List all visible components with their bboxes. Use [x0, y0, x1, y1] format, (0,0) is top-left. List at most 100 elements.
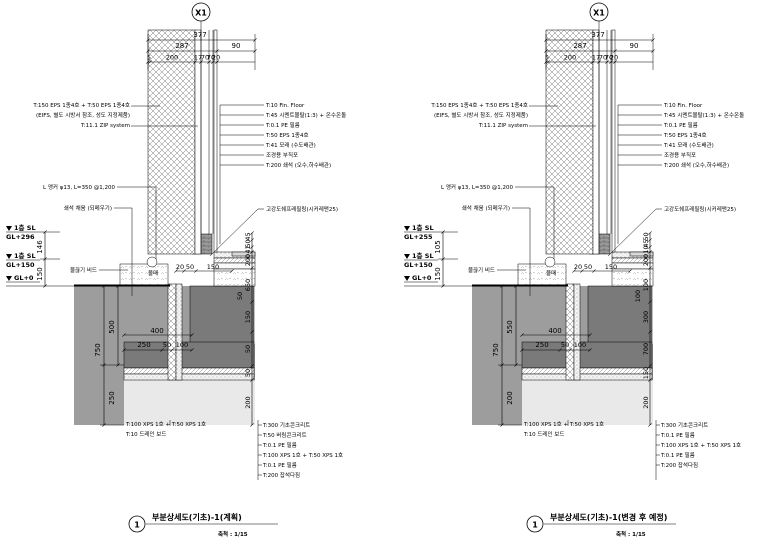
xps-insulation-layer	[521, 367, 653, 375]
dim-tick	[648, 250, 652, 254]
dim-center: 150	[207, 263, 219, 271]
dim-left: 150	[36, 267, 44, 280]
level-marker	[6, 254, 12, 259]
dim-part: 20	[610, 54, 618, 62]
dim-tick	[588, 348, 592, 352]
level-marker	[6, 226, 12, 231]
dim-tick	[230, 269, 234, 273]
dim-right-vertical: 200	[642, 254, 650, 266]
dim-right-vertical: 10	[642, 245, 650, 253]
dim-footing: 250	[137, 341, 150, 349]
dim-left: 550	[506, 320, 514, 333]
dim-tick	[182, 269, 186, 273]
dim-tick	[520, 333, 524, 337]
dim-right-vertical: 150	[244, 311, 252, 323]
dim-tick	[648, 423, 652, 427]
note-bottom-right: T:0.1 PE 필름	[262, 442, 297, 449]
title-bubble	[128, 515, 146, 533]
anchor-leader	[117, 186, 157, 265]
dim-left: 200	[506, 391, 514, 404]
ground-surface-line	[74, 284, 170, 287]
floor-note: T:50 EPS 1종4호	[663, 132, 707, 139]
note-zip: T:11.1 ZIP system	[478, 123, 528, 129]
dim-tick	[207, 60, 211, 64]
floor-note: T:50 EPS 1종4호	[265, 132, 309, 139]
note-bottom-right: T:50 버림콘크리트	[262, 431, 307, 439]
compacted-gravel-layer	[522, 380, 653, 425]
backfill-gravel	[119, 263, 169, 287]
dim-tick	[215, 49, 219, 53]
title-name: 부분상세도(기초)-1(계획)	[152, 512, 242, 522]
drain-board	[573, 283, 581, 381]
dim-tick	[160, 348, 164, 352]
lean-concrete-layer	[123, 373, 255, 381]
dim-tick	[648, 238, 652, 242]
slope-note: 물매	[148, 269, 158, 277]
slope-note: 물매	[546, 269, 556, 277]
dim-right: 90	[630, 42, 639, 50]
note-bottom-right: T:200 잡석다짐	[660, 461, 698, 469]
dim-tick	[648, 364, 652, 368]
dim-part: 70	[201, 54, 209, 62]
dim-right-vertical: 700	[642, 343, 650, 355]
dim-part: 200	[166, 54, 178, 62]
grid-label: X1	[195, 9, 207, 18]
dim-tick	[613, 49, 617, 53]
dim-right-vertical: 200	[244, 396, 252, 408]
dim-right-vertical: 50	[244, 239, 252, 247]
dim-center: 50	[584, 263, 592, 271]
dim-footing: 100	[176, 341, 188, 349]
dim-part: 5	[147, 54, 151, 62]
zip-sheathing	[592, 29, 600, 255]
dim-tick	[648, 300, 652, 304]
dim-right-vertical: 200	[642, 396, 650, 408]
dim-tick	[592, 269, 596, 273]
eifs-insulation	[545, 29, 594, 255]
grid-bubble	[191, 2, 211, 22]
dim-center: 50	[186, 263, 194, 271]
xps-insulation-layer	[123, 367, 255, 375]
note-bottom-right: T:100 XPS 1호 + T:50 XPS 1호	[262, 452, 343, 459]
dim-left: 146	[36, 240, 44, 254]
dim-tick	[174, 269, 178, 273]
floor-note: 조경용 부직포	[664, 152, 696, 159]
dim-left: 750	[492, 343, 500, 356]
dim-tick	[190, 348, 194, 352]
crushed-stone-layer	[213, 268, 256, 287]
slope-tag	[146, 256, 158, 268]
dim-footing: 50	[163, 341, 171, 349]
dim-tick	[648, 330, 652, 334]
level-marker	[404, 276, 410, 281]
dim-center: 150	[605, 263, 617, 271]
drain-board	[175, 283, 183, 381]
level-label: 1층 SL	[14, 223, 36, 232]
perimeter-insulation	[565, 283, 575, 381]
dim-tick	[628, 269, 632, 273]
dim-part: 17	[592, 54, 600, 62]
dim-center: 20	[176, 263, 184, 271]
dim-tick	[441, 284, 445, 288]
dim-right-vertical: 300	[642, 311, 650, 323]
dim-tick	[43, 284, 47, 288]
slope-tag	[544, 256, 556, 268]
grid-label: X1	[593, 9, 605, 18]
dim-right-vertical: 150	[642, 367, 650, 379]
dim-tick	[591, 60, 595, 64]
dim-part: 5	[545, 54, 549, 62]
level-label: 1층 SL	[14, 251, 36, 260]
level-label: 1층 SL	[412, 251, 434, 260]
dim-tick	[250, 245, 254, 249]
note-sill: 고강도쉐프레필링(시커레맨25)	[266, 205, 338, 213]
dim-tick	[558, 348, 562, 352]
note-anchor: L 앵커 φ13, L=350 @1,200	[441, 183, 513, 191]
floor-note: T:0.1 PE 필름	[265, 122, 300, 129]
dim-center: 20	[574, 263, 582, 271]
dim-right-vertical: 45	[642, 239, 650, 247]
title-name: 부분상세도(기초)-1(변경 후 예정)	[550, 512, 667, 522]
note-eifs-1: T:150 EPS 1종4호 + T:50 EPS 1종4호	[430, 102, 528, 109]
level-marker	[404, 226, 410, 231]
dim-tick	[194, 269, 198, 273]
floor-note: T:0.1 PE 필름	[663, 122, 698, 129]
dim-right-vertical: 41	[244, 245, 252, 253]
